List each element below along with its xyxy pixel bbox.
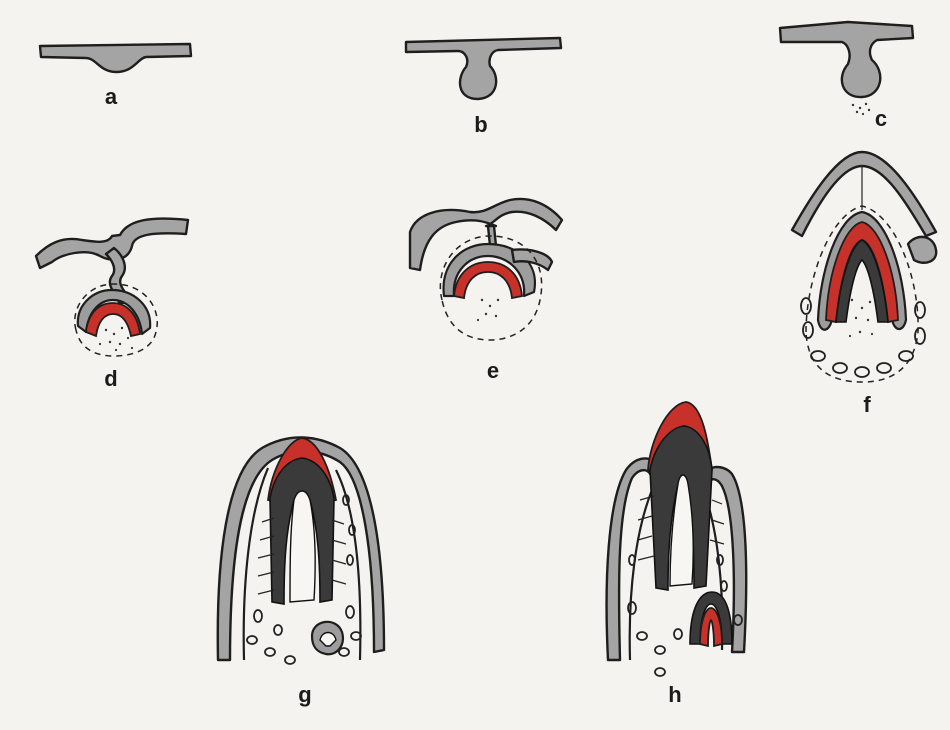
panel-e-drawing: [410, 199, 562, 340]
panel-a-label: a: [96, 84, 126, 110]
panel-h-drawing: [607, 402, 747, 676]
panel-g-drawing: [218, 437, 384, 664]
panel-d-label: d: [96, 366, 126, 392]
panel-e-label: e: [478, 358, 508, 384]
panel-c-drawing: [780, 22, 913, 115]
panel-c-label: c: [866, 106, 896, 132]
panel-a-drawing: [40, 44, 191, 72]
panel-d-drawing: [36, 219, 188, 356]
panel-g-label: g: [290, 682, 320, 708]
panel-f-label: f: [852, 392, 882, 418]
panel-b-drawing: [406, 38, 561, 99]
panel-b-label: b: [466, 112, 496, 138]
panel-h-label: h: [660, 682, 690, 708]
panel-f-drawing: [792, 152, 936, 382]
